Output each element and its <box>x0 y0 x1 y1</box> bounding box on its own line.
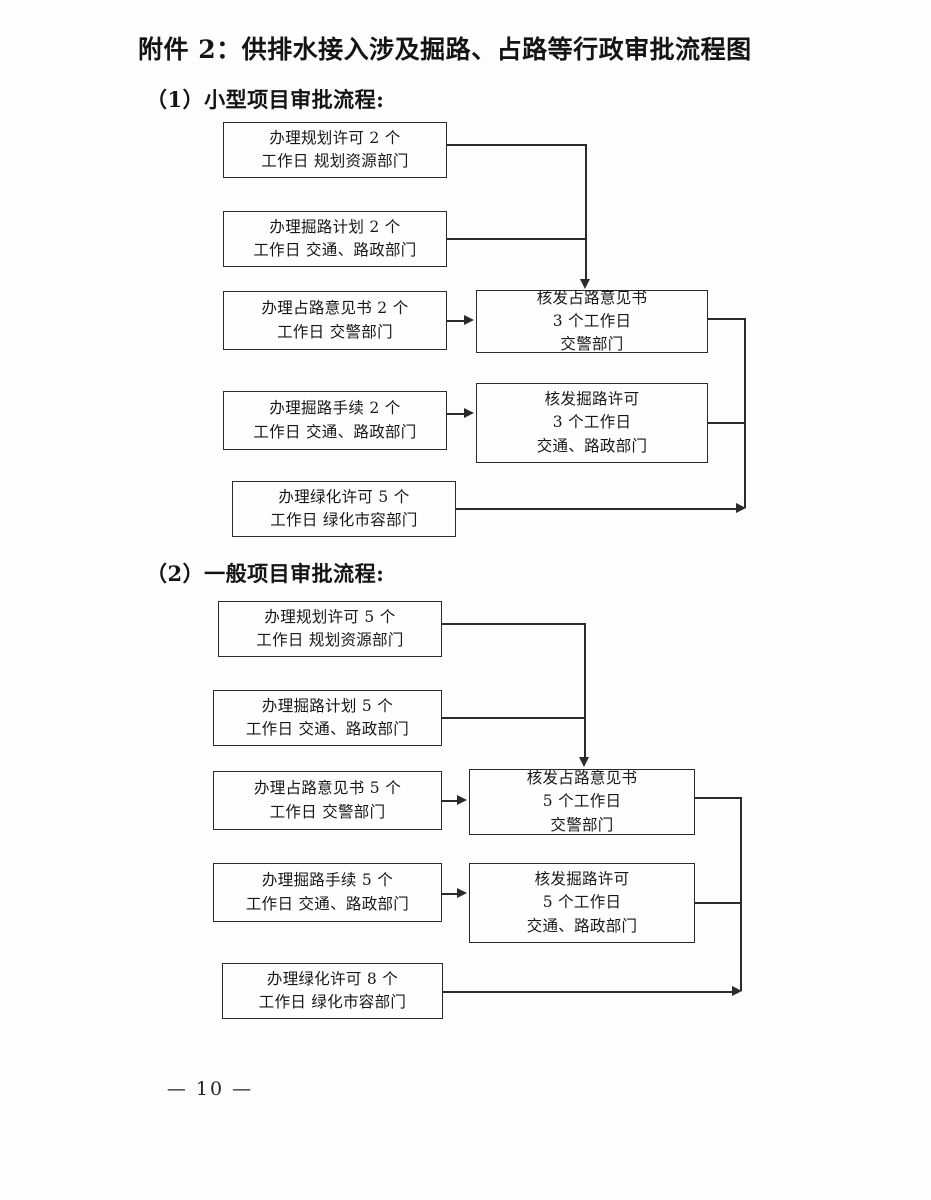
connector-s2-vertical-bus <box>584 623 586 758</box>
node-line-2: 工作日 交警部门 <box>269 802 386 821</box>
node-line-2: 5 个工作日 <box>542 792 622 811</box>
node-line-1: 办理掘路计划 2 个 <box>269 217 401 236</box>
node-line-2: 工作日 规划资源部门 <box>256 631 404 649</box>
arrow-right-icon-s1-greening <box>736 503 746 513</box>
node-line-2: 工作日 交通、路政部门 <box>253 241 417 259</box>
connector-s1-opinion-to-issue <box>447 320 466 322</box>
arrow-right-icon-s2-opinion <box>457 795 467 805</box>
page-title: 附件 2：供排水接入涉及掘路、占路等行政审批流程图 <box>138 35 752 64</box>
node-line-2: 3 个工作日 <box>552 311 632 330</box>
connector-s2-right-vertical-bus <box>740 797 742 991</box>
flow-node-s2-road-occupancy-opinion: 办理占路意见书 5 个 工作日 交警部门 <box>213 771 442 830</box>
flow-node-s1-excavation-procedure: 办理掘路手续 2 个 工作日 交通、路政部门 <box>223 391 447 450</box>
node-line-1: 办理规划许可 2 个 <box>269 128 401 147</box>
flow-node-s1-planning-permit: 办理规划许可 2 个 工作日 规划资源部门 <box>223 122 447 178</box>
node-line-2: 工作日 规划资源部门 <box>261 152 409 170</box>
flow-node-s1-greening-permit: 办理绿化许可 5 个 工作日 绿化市容部门 <box>232 481 456 537</box>
node-line-2: 工作日 交通、路政部门 <box>245 720 410 738</box>
flow-node-s2-excavation-procedure: 办理掘路手续 5 个 工作日 交通、路政部门 <box>213 863 442 922</box>
node-line-1: 办理绿化许可 5 个 <box>278 487 410 506</box>
node-line-3: 交通、路政部门 <box>526 916 638 935</box>
arrow-right-icon-s1-opinion <box>464 315 474 325</box>
node-line-2: 工作日 绿化市容部门 <box>270 511 418 529</box>
flow-node-s1-issue-excavation-permit: 核发掘路许可 3 个工作日 交通、路政部门 <box>476 383 708 463</box>
node-line-2: 工作日 交警部门 <box>277 322 393 341</box>
arrow-right-icon-s2-greening <box>732 986 742 996</box>
connector-s2-excavationplan-to-bus <box>442 717 585 719</box>
page-number: — 10 — <box>166 1078 254 1100</box>
node-line-1: 办理绿化许可 8 个 <box>266 969 399 988</box>
section-1-heading: （1）小型项目审批流程: <box>146 87 385 112</box>
connector-s1-excavationplan-to-bus <box>447 238 586 240</box>
connector-s2-planning-to-bus <box>442 623 585 625</box>
node-line-3: 交警部门 <box>550 815 614 834</box>
flow-node-s2-excavation-plan: 办理掘路计划 5 个 工作日 交通、路政部门 <box>213 690 442 746</box>
arrow-right-icon-s2-procedure <box>457 888 467 898</box>
node-line-3: 交通、路政部门 <box>536 436 648 455</box>
node-line-2: 3 个工作日 <box>552 413 632 432</box>
node-line-3: 交警部门 <box>560 335 624 354</box>
arrow-right-icon-s1-procedure <box>464 408 474 418</box>
connector-s1-procedure-to-issue <box>447 413 466 415</box>
node-line-1: 核发掘路许可 <box>544 390 640 409</box>
node-line-1: 办理占路意见书 5 个 <box>253 779 402 798</box>
node-line-1: 办理规划许可 5 个 <box>264 607 396 626</box>
arrow-down-icon-s1-into-occupancy <box>580 279 590 289</box>
section-2-heading: （2）一般项目审批流程: <box>146 561 385 586</box>
connector-s1-greening-out <box>456 508 741 510</box>
flow-node-s1-road-occupancy-opinion: 办理占路意见书 2 个 工作日 交警部门 <box>223 291 447 350</box>
connector-s2-issue-occupancy-out <box>695 797 742 799</box>
connector-s1-issue-excavation-out <box>708 422 746 424</box>
connector-s1-planning-to-bus <box>447 144 586 146</box>
flow-node-s2-issue-occupancy-opinion: 核发占路意见书 5 个工作日 交警部门 <box>469 769 695 835</box>
node-line-2: 工作日 绿化市容部门 <box>258 993 407 1011</box>
flow-node-s1-issue-occupancy-opinion: 核发占路意见书 3 个工作日 交警部门 <box>476 288 708 354</box>
flow-node-s2-issue-excavation-permit: 核发掘路许可 5 个工作日 交通、路政部门 <box>469 863 695 943</box>
connector-s2-issue-excavation-out <box>695 902 742 904</box>
node-line-1: 办理掘路手续 2 个 <box>269 399 401 418</box>
node-line-1: 办理掘路计划 5 个 <box>261 696 394 715</box>
flow-node-s2-greening-permit: 办理绿化许可 8 个 工作日 绿化市容部门 <box>222 963 443 1019</box>
connector-s2-procedure-to-issue <box>442 893 459 895</box>
connector-s2-greening-out <box>443 991 737 993</box>
flow-node-s1-excavation-plan: 办理掘路计划 2 个 工作日 交通、路政部门 <box>223 211 447 267</box>
node-line-1: 核发占路意见书 <box>536 288 648 307</box>
arrow-down-icon-s2-into-occupancy <box>579 757 589 767</box>
node-line-2: 工作日 交通、路政部门 <box>253 422 417 441</box>
connector-s1-vertical-bus <box>585 144 587 280</box>
node-line-1: 核发掘路许可 <box>534 870 630 889</box>
node-line-2: 5 个工作日 <box>542 893 622 912</box>
connector-s1-right-vertical-bus <box>744 318 746 508</box>
flow-node-s2-planning-permit: 办理规划许可 5 个 工作日 规划资源部门 <box>218 601 442 657</box>
node-line-1: 办理占路意见书 2 个 <box>261 299 409 318</box>
connector-s1-issue-occupancy-out <box>708 318 746 320</box>
node-line-2: 工作日 交通、路政部门 <box>245 894 410 913</box>
connector-s2-opinion-to-issue <box>442 800 459 802</box>
node-line-1: 办理掘路手续 5 个 <box>261 871 394 890</box>
node-line-1: 核发占路意见书 <box>526 769 638 788</box>
